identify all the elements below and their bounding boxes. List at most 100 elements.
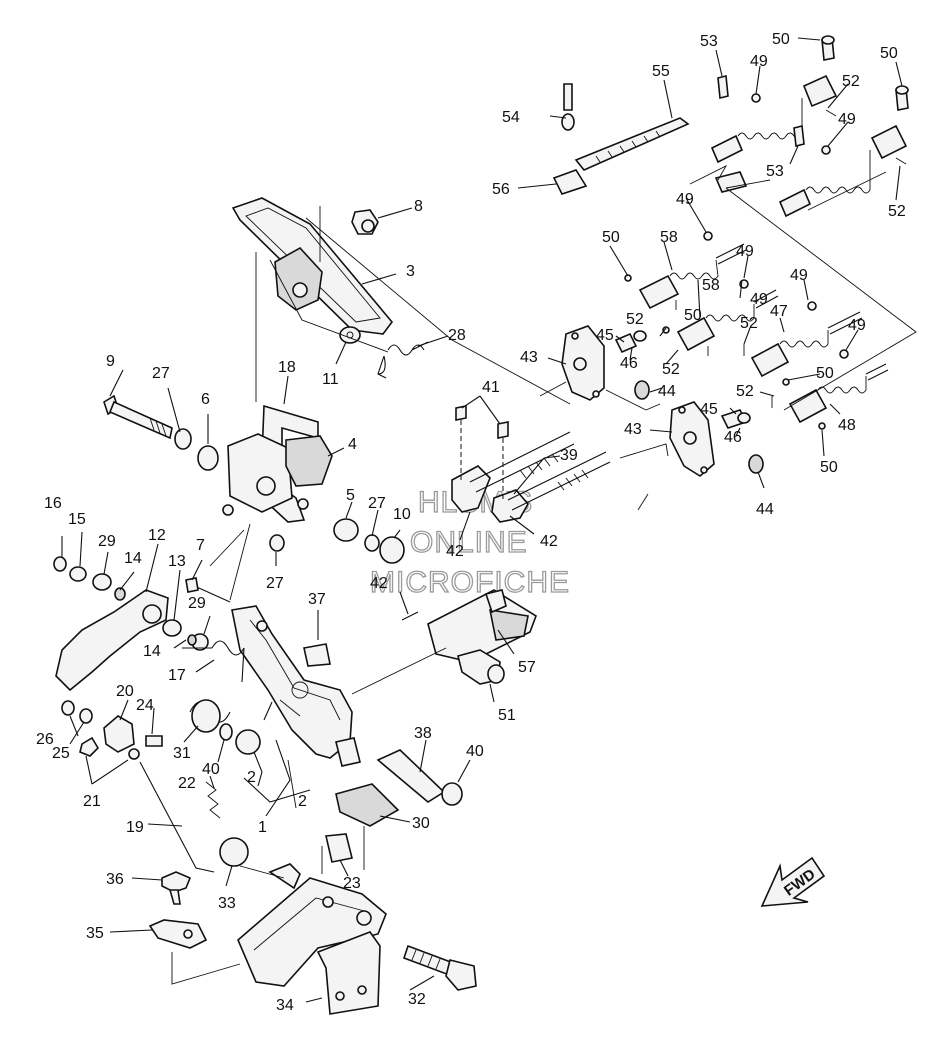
callout-43: 43 (520, 349, 538, 366)
callout-58: 58 (702, 277, 720, 294)
callout-39: 39 (560, 447, 578, 464)
callout-49: 49 (676, 191, 694, 208)
callout-53: 53 (700, 33, 718, 50)
callout-20: 20 (116, 683, 134, 700)
callout-12: 12 (148, 527, 166, 544)
callout-52: 52 (842, 73, 860, 90)
callout-52: 52 (662, 361, 680, 378)
callout-34: 34 (276, 997, 294, 1014)
callout-50: 50 (684, 307, 702, 324)
callout-46: 46 (724, 429, 742, 446)
callout-54: 54 (502, 109, 520, 126)
callout-9: 9 (106, 353, 115, 370)
pedal-pad-assembly (231, 197, 429, 379)
lower-bracket-assembly (219, 643, 477, 1015)
callout-16: 16 (44, 495, 62, 512)
assembly-lines (171, 164, 917, 985)
callout-42: 42 (446, 543, 464, 560)
callout-52: 52 (736, 383, 754, 400)
callout-50: 50 (820, 459, 838, 476)
callout-1: 1 (258, 819, 267, 836)
callout-41: 41 (482, 379, 500, 396)
callout-57: 57 (518, 659, 536, 676)
callout-2: 2 (298, 793, 307, 810)
callout-40: 40 (202, 761, 220, 778)
callout-14: 14 (143, 643, 161, 660)
callout-2: 2 (247, 769, 256, 786)
callout-8: 8 (414, 198, 423, 215)
clevis-rod-assembly (401, 405, 611, 685)
callout-13: 13 (168, 553, 186, 570)
callout-58: 58 (660, 229, 678, 246)
callout-45: 45 (700, 401, 718, 418)
callout-42: 42 (370, 575, 388, 592)
callout-24: 24 (136, 697, 154, 714)
callout-49: 49 (750, 53, 768, 70)
callout-49: 49 (848, 317, 866, 334)
callout-17: 17 (168, 667, 186, 684)
callout-33: 33 (218, 895, 236, 912)
callout-23: 23 (343, 875, 361, 892)
callout-15: 15 (68, 511, 86, 528)
pedal-bracket-assembly (103, 394, 405, 564)
callout-27: 27 (266, 575, 284, 592)
callout-50: 50 (816, 365, 834, 382)
callout-19: 19 (126, 819, 144, 836)
callout-29: 29 (188, 595, 206, 612)
callout-44: 44 (658, 383, 676, 400)
callout-21: 21 (83, 793, 101, 810)
forward-arrow: FWD (760, 856, 826, 907)
callout-11: 11 (322, 371, 339, 388)
cable-ends (624, 231, 889, 430)
callout-10: 10 (393, 506, 411, 523)
callout-44: 44 (756, 501, 774, 518)
callout-29: 29 (98, 533, 116, 550)
callout-52: 52 (740, 315, 758, 332)
callout-18: 18 (278, 359, 296, 376)
callout-4: 4 (348, 436, 357, 453)
callout-14: 14 (124, 550, 142, 567)
watermark-line-3: MICROFICHE (370, 566, 570, 599)
callout-38: 38 (414, 725, 432, 742)
callout-47: 47 (770, 303, 788, 320)
callout-53: 53 (766, 163, 784, 180)
leader-lines (61, 37, 903, 1003)
callout-46: 46 (620, 355, 638, 372)
callout-48: 48 (838, 417, 856, 434)
callout-6: 6 (201, 391, 210, 408)
callout-22: 22 (178, 775, 196, 792)
callout-40: 40 (466, 743, 484, 760)
callout-25: 25 (52, 745, 70, 762)
callout-42: 42 (540, 533, 558, 550)
callout-27: 27 (368, 495, 386, 512)
callout-49: 49 (838, 111, 856, 128)
callout-31: 31 (173, 745, 191, 762)
callout-36: 36 (106, 871, 124, 888)
callout-45: 45 (596, 327, 614, 344)
callout-56: 56 (492, 181, 510, 198)
callout-3: 3 (406, 263, 415, 280)
callout-51: 51 (498, 707, 516, 724)
callout-26: 26 (36, 731, 54, 748)
callout-50: 50 (880, 45, 898, 62)
callout-52: 52 (888, 203, 906, 220)
cable-brackets (561, 325, 764, 477)
callout-30: 30 (412, 815, 430, 832)
lever-linkage (53, 556, 261, 949)
callout-32: 32 (408, 991, 426, 1008)
callout-27: 27 (152, 365, 170, 382)
callout-28: 28 (448, 327, 466, 344)
callout-55: 55 (652, 63, 670, 80)
callout-50: 50 (602, 229, 620, 246)
watermark-line-2: ONLINE (410, 526, 528, 559)
callout-43: 43 (624, 421, 642, 438)
top-cable-ends (552, 35, 909, 218)
callout-50: 50 (772, 31, 790, 48)
callout-52: 52 (626, 311, 644, 328)
callout-labels: 1 2 2 3 4 5 6 7 8 9 10 11 12 13 14 14 15… (36, 31, 906, 1014)
callout-5: 5 (346, 487, 355, 504)
callout-49: 49 (750, 291, 768, 308)
callout-7: 7 (196, 537, 205, 554)
callout-37: 37 (308, 591, 326, 608)
